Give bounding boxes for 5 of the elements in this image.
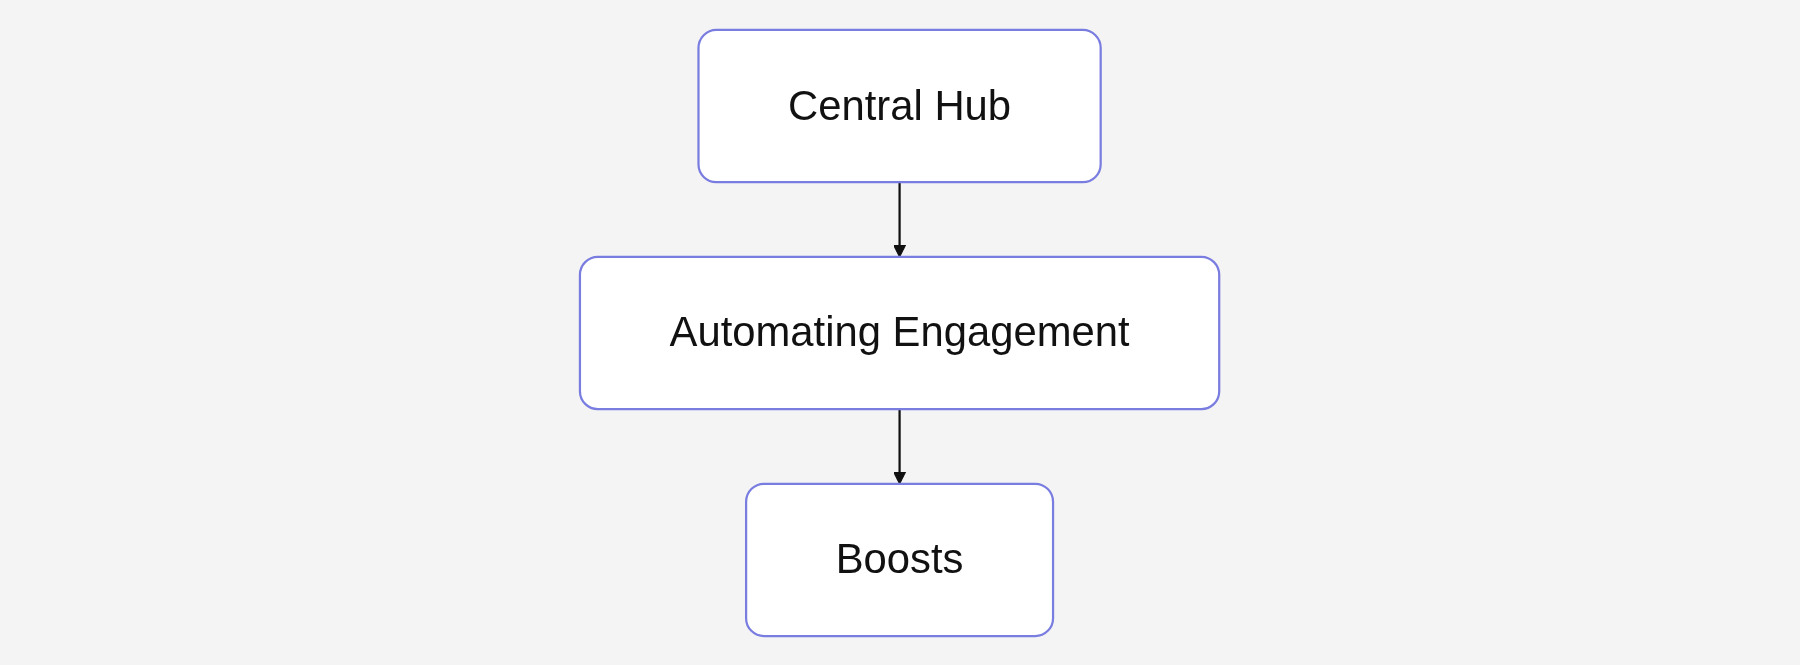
arrow bbox=[893, 181, 907, 257]
node-box: Boosts bbox=[745, 482, 1055, 637]
node-box: Central Hub bbox=[697, 28, 1103, 183]
arrow bbox=[893, 408, 907, 484]
node-box: Automating Engagement bbox=[579, 255, 1221, 410]
